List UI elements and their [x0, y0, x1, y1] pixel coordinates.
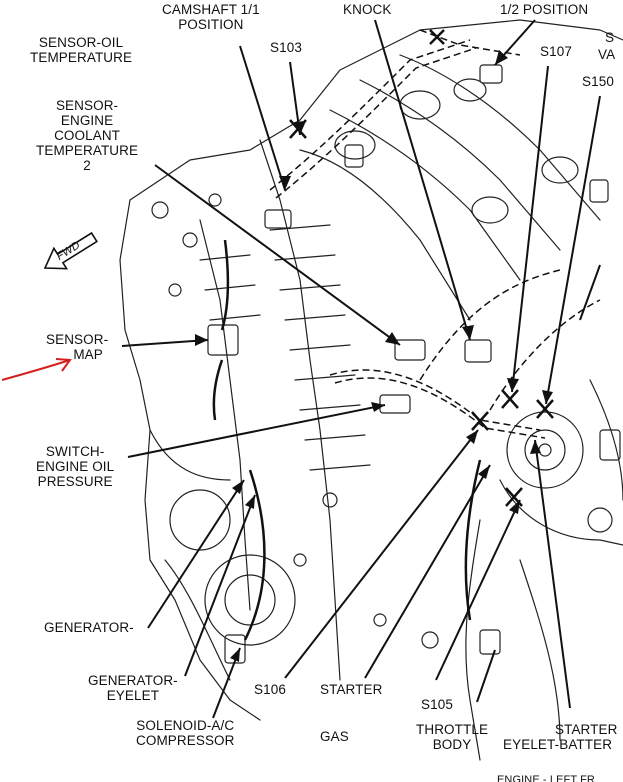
label-bottom-cut: ENGINE - LEFT FR [497, 774, 595, 782]
fwd-arrow-icon [43, 231, 98, 270]
splice-x-icon [289, 29, 554, 507]
label-starter: STARTER [320, 682, 383, 697]
label-generator-eyelet: GENERATOR-EYELET [88, 673, 178, 703]
label-s106: S106 [254, 682, 286, 697]
label-generator: GENERATOR- [44, 620, 134, 635]
label-s105: S105 [421, 697, 453, 712]
label-half-position: 1/2 POSITION [500, 2, 589, 17]
label-s107: S107 [540, 44, 572, 59]
red-annotation-arrow [1, 358, 72, 381]
label-s103: S103 [270, 40, 302, 55]
label-sensor-map: SENSOR-MAP [46, 332, 109, 362]
label-s150: S150 [582, 74, 614, 89]
label-cut-va: VA [598, 47, 616, 62]
label-knock: KNOCK [343, 2, 392, 17]
label-cut-s: S [605, 30, 615, 45]
label-gas: GAS [320, 729, 349, 744]
